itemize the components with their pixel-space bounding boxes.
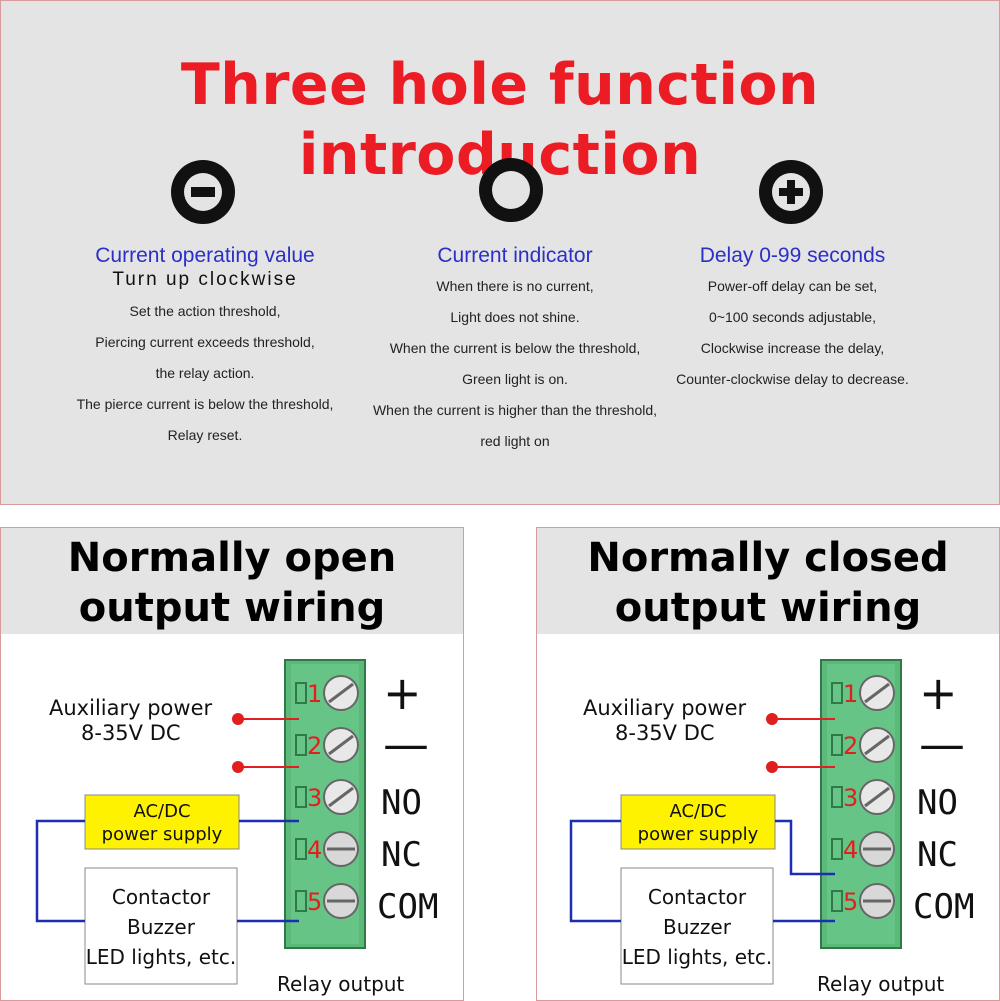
normally-closed-wiring-diagram: 1 2 3 4 5 + — NO NC COM Auxiliary power … [569,659,974,996]
column-line: Relay reset. [167,427,243,443]
column-line: When the current is below the threshold, [389,340,641,356]
terminal-number: 3 [843,784,858,812]
no-label: NO [381,783,422,823]
terminal-number: 4 [843,836,858,864]
column-line: The pierce current is below the threshol… [76,396,334,412]
column-heading: Current operating value [95,244,315,267]
normally-open-panel: Normally open output wiring 1 2 3 [0,527,464,1001]
load-label: LED lights, etc. [86,945,237,969]
normally-closed-panel: Normally closed output wiring 1 2 3 4 [536,527,1000,1001]
column-line: Set the action threshold, [129,303,281,319]
panel-header [537,528,999,634]
load-label: LED lights, etc. [622,945,773,969]
column-line: the relay action. [155,365,255,381]
terminal-screws [859,675,895,919]
column-line: When there is no current, [436,278,594,294]
no-label: NO [917,783,958,823]
column-line: Counter-clockwise delay to decrease. [676,371,909,387]
circle-knob-icon [479,158,543,222]
aux-plus-dot [232,713,244,725]
column-line: Piercing current exceeds threshold, [95,334,315,350]
plus-knob-icon [759,160,823,224]
delay-column: Delay 0-99 seconds Power-off delay can b… [660,243,925,395]
terminal-number: 2 [843,732,858,760]
terminal-number: 4 [307,836,322,864]
terminal-number: 5 [307,888,322,916]
page-title: Three hole function introduction [180,52,820,188]
terminal-slots [831,682,843,912]
supply-label: AC/DC [669,801,726,822]
aux-voltage-label: 8-35V DC [615,721,715,745]
load-label: Contactor [648,885,747,909]
load-label: Buzzer [127,915,196,939]
minus-label: — [919,717,965,771]
column-subheading: Turn up clockwise [112,269,298,290]
panel-header [1,528,463,634]
load-label: Buzzer [663,915,732,939]
aux-voltage-label: 8-35V DC [81,721,181,745]
load-label: Contactor [112,885,211,909]
load-box [620,867,774,985]
column-line: When the current is higher than the thre… [372,402,658,418]
terminal-screws [323,675,359,919]
supply-label: power supply [638,824,759,845]
aux-plus-dot [766,713,778,725]
minus-label: — [383,717,429,771]
indicator-column: Current indicator When there is no curre… [345,243,685,457]
plus-label: + [383,666,422,720]
terminal-number: 1 [843,680,858,708]
normally-open-wiring-diagram: 1 2 3 4 5 + — NO NC COM Auxiliary power … [35,659,438,996]
ac-dc-supply-box [84,794,240,850]
normally-open-title: Normally open output wiring [67,535,397,631]
column-line: red light on [480,433,550,449]
column-line: Green light is on. [462,371,568,387]
aux-power-label: Auxiliary power [49,696,212,720]
minus-knob-icon [171,160,235,224]
relay-output-label: Relay output [817,972,944,996]
load-wires [569,819,835,923]
aux-minus-dot [766,761,778,773]
terminal-number: 2 [307,732,322,760]
terminal-slots [295,682,307,912]
aux-minus-dot [232,761,244,773]
plus-label: + [919,666,958,720]
relay-output-label: Relay output [277,972,404,996]
normally-closed-title: Normally closed output wiring [587,535,949,631]
column-line: Power-off delay can be set, [707,278,878,294]
function-intro-panel [0,0,1000,505]
nc-label: NC [381,835,422,875]
nc-label: NC [917,835,958,875]
column-line: 0~100 seconds adjustable, [709,309,876,325]
com-label: COM [377,887,438,927]
column-line: Light does not shine. [450,309,580,325]
load-box [84,867,238,985]
terminal-number: 3 [307,784,322,812]
column-heading: Delay 0-99 seconds [699,244,886,267]
terminal-number: 5 [843,888,858,916]
terminal-number: 1 [307,680,322,708]
column-line: Clockwise increase the delay, [700,340,885,356]
supply-label: AC/DC [133,801,190,822]
operating-value-column: Current operating value Turn up clockwis… [55,243,355,451]
column-heading: Current indicator [437,244,593,267]
com-label: COM [913,887,974,927]
load-wires [35,819,299,923]
aux-power-label: Auxiliary power [583,696,746,720]
supply-label: power supply [102,824,223,845]
